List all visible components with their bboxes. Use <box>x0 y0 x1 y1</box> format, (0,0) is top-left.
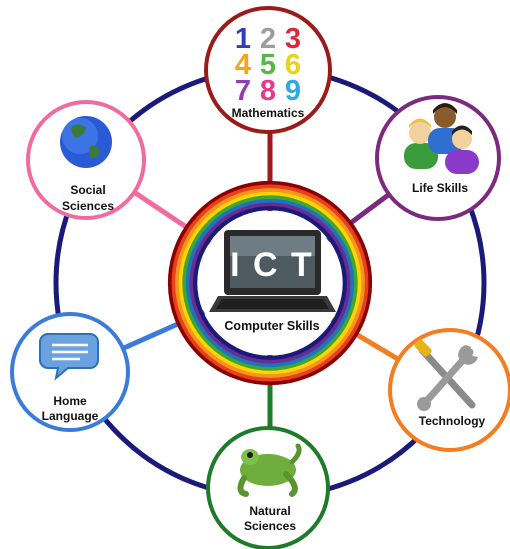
node-label-life-skills: Life Skills <box>412 181 468 195</box>
node-label-mathematics: Mathematics <box>232 106 305 120</box>
tools-icon <box>414 339 478 411</box>
frog-icon <box>237 443 302 497</box>
node-natural-sciences: Natural Sciences <box>206 426 330 549</box>
node-label-sciences-social: Sciences <box>62 199 114 213</box>
digit-7: 7 <box>235 75 251 107</box>
speech-bubble-icon <box>39 333 99 381</box>
center-ring-5 <box>185 198 355 368</box>
center-ring-1 <box>171 184 369 382</box>
numbers-icon: 1 2 3 4 5 6 7 8 9 <box>235 23 301 107</box>
node-social-sciences: Social Sciences <box>26 100 146 220</box>
node-label-home: Home <box>53 394 87 408</box>
node-label-natural: Natural <box>249 504 290 518</box>
laptop-screen-text: I C T <box>230 246 314 284</box>
digit-3: 3 <box>285 23 301 55</box>
center-ring-3 <box>178 191 362 375</box>
node-mathematics-ring <box>204 6 332 134</box>
node-life-skills: Life Skills <box>375 95 501 221</box>
node-home-language: Home Language <box>10 312 130 432</box>
center-ring-6 <box>189 202 351 364</box>
digit-5: 5 <box>260 49 276 81</box>
digit-6: 6 <box>285 49 301 81</box>
node-label-language: Language <box>42 409 99 423</box>
people-icon <box>404 103 479 174</box>
center-ring-4 <box>182 195 358 371</box>
digit-4: 4 <box>235 49 251 81</box>
center-ring-0 <box>167 180 373 386</box>
node-label-social: Social <box>70 183 105 197</box>
node-life-skills-ring <box>375 95 501 221</box>
digit-1: 1 <box>235 23 251 55</box>
globe-icon <box>60 116 112 168</box>
digit-2: 2 <box>260 23 276 55</box>
laptop-icon: I C T <box>209 230 336 312</box>
node-mathematics: 1 2 3 4 5 6 7 8 9 Mathematics <box>204 6 332 134</box>
node-label-technology: Technology <box>419 414 486 428</box>
digit-8: 8 <box>260 75 276 107</box>
node-technology: Technology <box>388 328 510 452</box>
node-technology-ring <box>388 328 510 452</box>
center-ring-7 <box>193 206 347 360</box>
center-ring-2 <box>175 188 365 378</box>
digit-9: 9 <box>285 75 301 107</box>
node-label-sciences: Sciences <box>244 519 296 533</box>
center-label: Computer Skills <box>224 319 319 333</box>
